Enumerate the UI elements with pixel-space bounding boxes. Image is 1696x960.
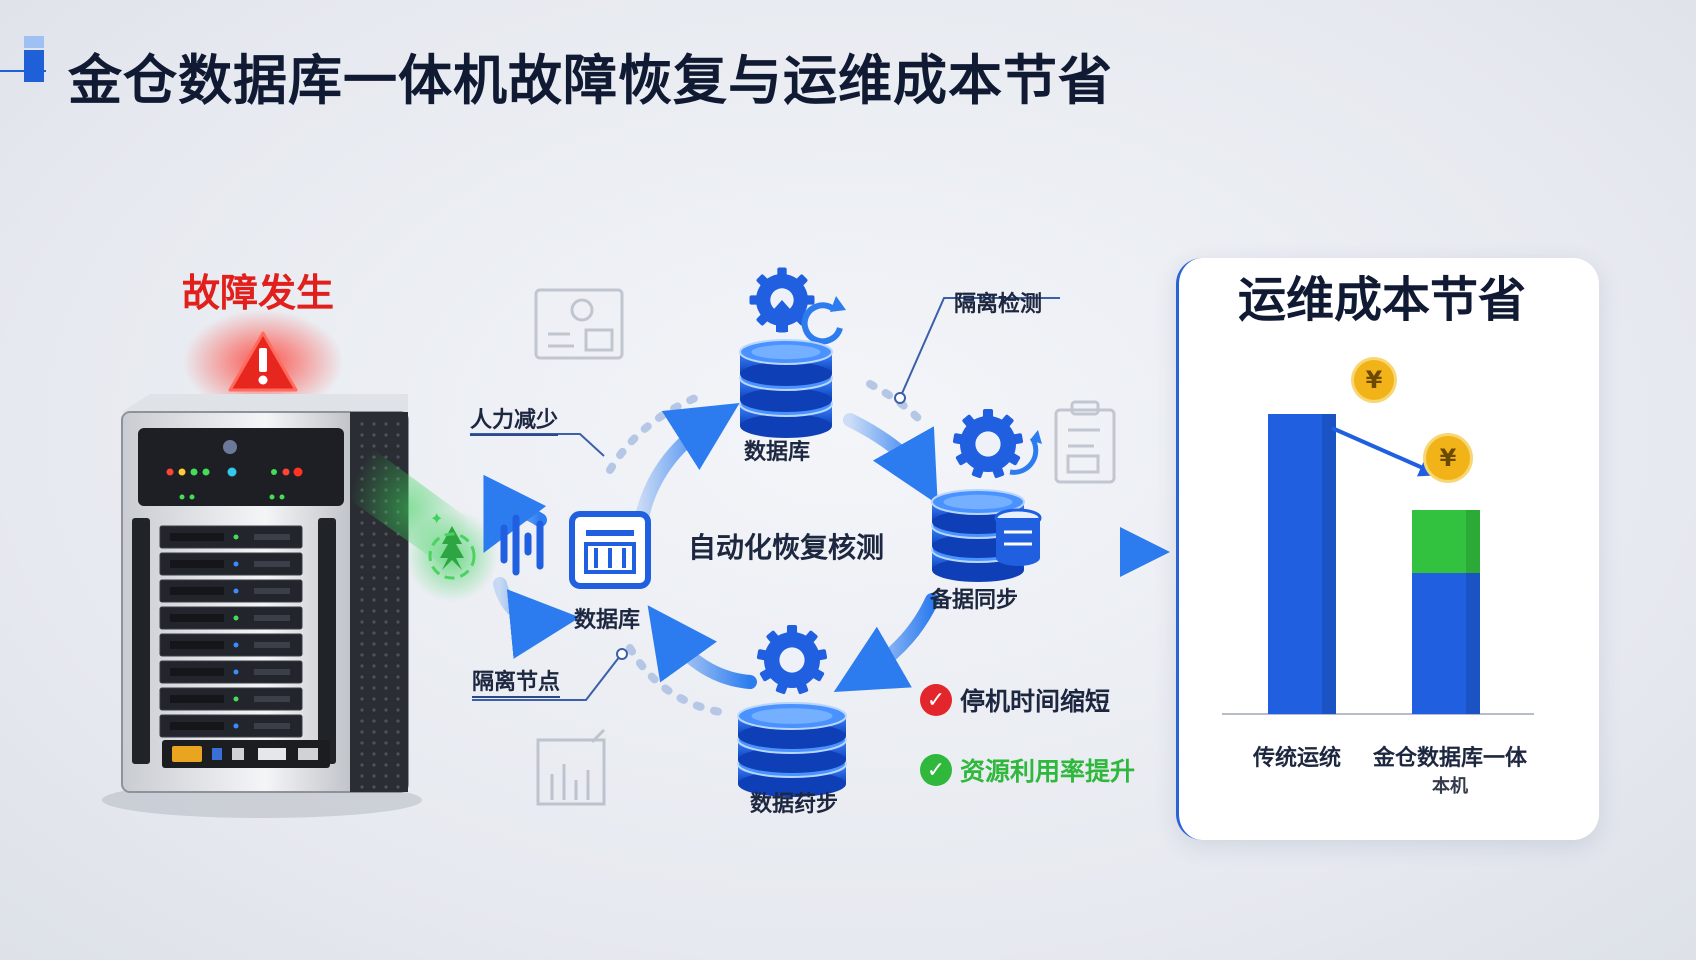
node-label-top: 数据库 [744,440,811,465]
bar-0-series-0 [1268,414,1336,714]
benefit-text: 资源利用率提升 [960,757,1136,786]
database-icon-top [739,339,833,438]
node-label-right: 备据同步 [930,588,1019,613]
benefit-text: 停机时间缩短 [960,687,1111,716]
database-small-icon [994,508,1042,566]
bar-1-series-1 [1412,510,1480,573]
page-title: 金仓数据库一体机故障恢复与运维成本节省 [68,49,1113,112]
database-dashboard-icon [500,511,651,589]
gear-shape [952,409,1024,479]
gear-upload-icon [749,267,846,345]
document-icon [534,288,624,360]
coin-icon-1-symbol: ¥ [1366,366,1383,394]
panel-title: 运维成本节省 [1238,272,1527,328]
bar-shade-1-1 [1466,510,1480,573]
gear-sync-icon [952,409,1042,479]
gear-shape [756,625,828,695]
svg-text:✦: ✦ [430,509,443,528]
gear-bottom-icon [756,625,828,695]
decrease-arrow [1331,426,1440,477]
x-tick-label-traditional: 传统运统 [1232,740,1362,772]
callout-isolate-detect: 隔离检测 [954,292,1043,317]
cost-savings-panel [1176,258,1599,840]
x-tick-label-line: 金仓数据库一体 [1372,746,1527,771]
node-label-bottom: 数据荮步 [750,792,839,817]
coin-icon-1 [1354,360,1394,400]
warning-icon [183,310,343,414]
node-label-left: 数据库 [574,608,641,633]
title-accent [0,36,46,84]
x-tick-label-line: 本机 [1432,776,1468,797]
x-tick-label-line: 传统运统 [1252,746,1341,771]
cycle-center-label: 自动化恢复核测 [688,531,885,564]
server-rack-icon [102,394,422,818]
bar-shade-1-0 [1466,573,1480,714]
bar-shade-0-0 [1322,414,1336,714]
recovery-beam: ✦ [350,432,498,602]
cost-bar-chart: ¥¥ [1222,357,1534,715]
check-icon: ✓ [920,754,952,786]
bar-1-series-0 [1412,573,1480,714]
chart-doc-icon [536,728,606,806]
check-icon: ✓ [920,684,952,716]
clipboard-icon [1054,400,1116,484]
callout-isolate-node: 隔离节点 [472,664,561,698]
benefit-utilization: ✓ 资源利用率提升 [920,752,1135,788]
database-icon-bottom [737,702,847,797]
coin-icon-2 [1426,436,1470,480]
fault-label: 故障发生 [182,271,335,315]
benefit-downtime: ✓ 停机时间缩短 [920,682,1110,718]
callout-manpower: 人力减少 [470,402,559,436]
cycle-arrows [483,402,939,692]
coin-icon-2-symbol: ¥ [1440,444,1457,472]
x-tick-label-kingbase: 金仓数据库一体 本机 [1360,740,1540,798]
